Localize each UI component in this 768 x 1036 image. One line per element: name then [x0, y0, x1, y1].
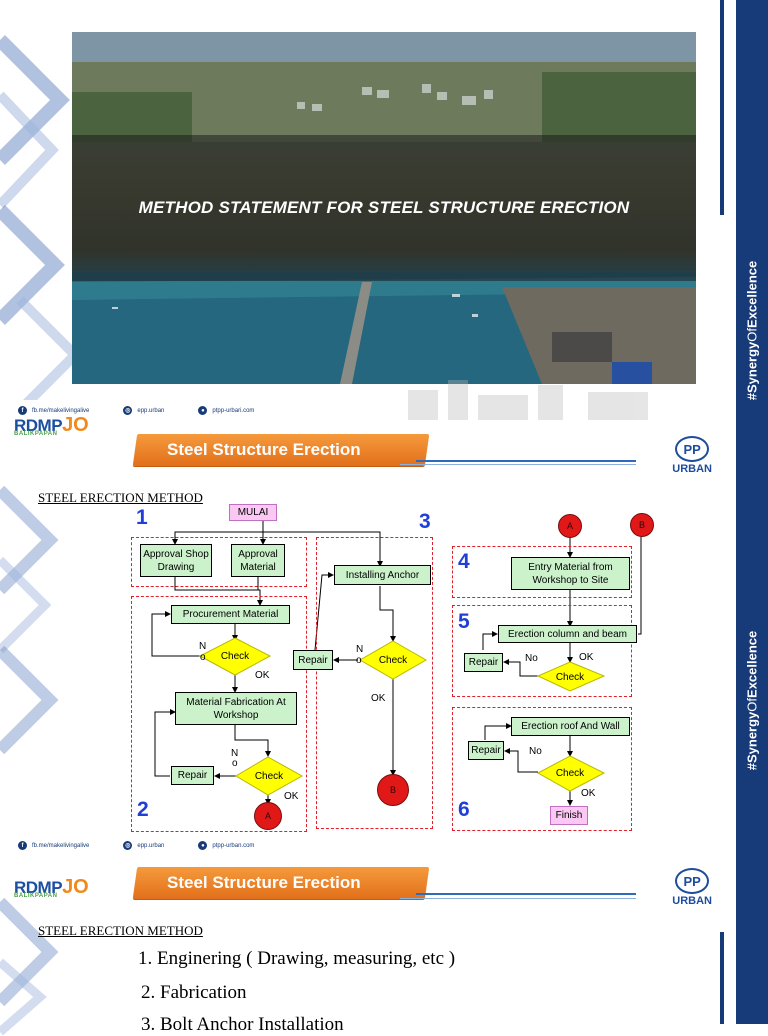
- group-5-box: [452, 605, 632, 697]
- right-brand-band: [736, 0, 768, 400]
- erection-roof-box: Erection roof And Wall: [511, 717, 630, 736]
- approval-shop-drawing-box: Approval Shop Drawing: [140, 544, 212, 577]
- edge-label-n: N: [356, 644, 364, 655]
- connector-b: B: [377, 774, 409, 806]
- decision-diamond: [358, 640, 428, 680]
- flowchart-connectors: [151, 520, 642, 806]
- group-4-box: [452, 546, 632, 598]
- connector-a: A: [254, 802, 282, 830]
- header-rule: [416, 893, 636, 895]
- website-link[interactable]: ●ptpp-urban.com: [198, 841, 254, 850]
- material-fabrication-box: Material Fabrication At Workshop: [175, 692, 297, 725]
- edge-label-n: N: [231, 748, 239, 759]
- connector-a: A: [558, 514, 582, 538]
- repair-box: Repair: [293, 650, 333, 670]
- cover-title: METHOD STATEMENT FOR STEEL STRUCTURE ERE…: [138, 198, 630, 217]
- facebook-icon: f: [18, 406, 27, 415]
- step-number: 3: [419, 510, 431, 533]
- repair-box: Repair: [171, 766, 214, 785]
- header-rule: [416, 460, 636, 462]
- chevron-decoration: [0, 35, 83, 414]
- header-rule-thin: [400, 898, 636, 899]
- right-brand-line: [720, 932, 724, 1024]
- check-label: Check: [254, 770, 284, 782]
- step-number: 2: [137, 798, 149, 821]
- check-label: Check: [555, 671, 585, 683]
- right-brand-line: [720, 0, 724, 215]
- section-title: STEEL ERECTION METHOD: [38, 490, 203, 505]
- check-label: Check: [555, 767, 585, 779]
- edge-label-o: o: [232, 758, 238, 769]
- list-item: 3. Bolt Anchor Installation: [141, 1014, 344, 1035]
- rdmp-logo: RDMPJO BALIKPAPAN: [14, 414, 89, 437]
- step-number: 6: [458, 798, 470, 821]
- faint-building-illustration: [408, 380, 648, 420]
- aerial-scene-illustration: [72, 32, 696, 384]
- instagram-link[interactable]: ◎epp.urban: [123, 406, 165, 415]
- group-6-box: [452, 707, 632, 831]
- edge-label-ok: OK: [579, 652, 594, 663]
- edge-label-ok: OK: [371, 693, 386, 704]
- chevron-decoration: [0, 485, 59, 755]
- start-node: MULAI: [229, 504, 277, 521]
- group-1-box: [131, 537, 307, 587]
- instagram-icon: ◎: [123, 841, 133, 850]
- instagram-link[interactable]: ◎epp.urban: [123, 841, 165, 850]
- repair-box: Repair: [468, 741, 504, 760]
- finish-node: Finish: [550, 806, 588, 825]
- website-link[interactable]: ●ptpp-urbari.com: [198, 406, 254, 415]
- decision-diamond: [536, 661, 606, 692]
- approval-material-box: Approval Material: [231, 544, 285, 577]
- pp-urban-logo: PP URBAN: [672, 868, 712, 907]
- edge-label-ok: OK: [284, 791, 299, 802]
- decision-diamond: [198, 637, 272, 676]
- procurement-material-box: Procurement Material: [171, 605, 290, 624]
- header-rule-thin: [400, 464, 636, 465]
- chevron-decoration: [0, 897, 59, 1036]
- decision-diamond: [235, 756, 304, 796]
- slide-cover: #SynergyOfExcellence: [0, 0, 768, 414]
- edge-label-o: o: [356, 655, 362, 666]
- slide-banner: Steel Structure Erection: [132, 867, 430, 899]
- edge-label-ok: OK: [581, 788, 596, 799]
- edge-label-no: No: [525, 653, 538, 664]
- globe-icon: ●: [198, 841, 208, 850]
- section-title: STEEL ERECTION METHOD: [38, 923, 203, 938]
- decision-diamond: [536, 755, 606, 792]
- pp-urban-logo: PP URBAN: [672, 436, 712, 475]
- rdmp-logo: RDMPJO BALIKPAPAN: [14, 876, 89, 899]
- edge-label-o: o: [200, 652, 206, 663]
- facebook-icon: f: [18, 841, 27, 850]
- edge-label-ok: OK: [255, 670, 270, 681]
- installing-anchor-box: Installing Anchor: [334, 565, 431, 585]
- edge-label-n: N: [199, 641, 207, 652]
- globe-icon: ●: [198, 406, 208, 415]
- group-2-box: [131, 596, 307, 832]
- repair-box: Repair: [464, 653, 503, 672]
- right-brand-band: [736, 832, 768, 1024]
- group-3-box: [316, 537, 433, 829]
- step-number: 5: [458, 610, 470, 633]
- check-label: Check: [378, 654, 408, 666]
- right-brand-band: [736, 400, 768, 832]
- edge-label-no: No: [529, 746, 542, 757]
- entry-material-box: Entry Material from Workshop to Site: [511, 557, 630, 590]
- erection-column-box: Erection column and beam: [498, 625, 637, 643]
- hero-aerial-photo: METHOD STATEMENT FOR STEEL STRUCTURE ERE…: [72, 32, 696, 384]
- check-label: Check: [220, 650, 250, 662]
- list-item: 2. Fabrication: [141, 982, 247, 1003]
- instagram-icon: ◎: [123, 406, 133, 415]
- connector-b: B: [630, 513, 654, 537]
- step-number: 4: [458, 550, 470, 573]
- hero-title-band: METHOD STATEMENT FOR STEEL STRUCTURE ERE…: [72, 135, 696, 281]
- step-number: 1: [136, 506, 148, 529]
- list-item: 1. Enginering ( Drawing, measuring, etc …: [138, 948, 456, 969]
